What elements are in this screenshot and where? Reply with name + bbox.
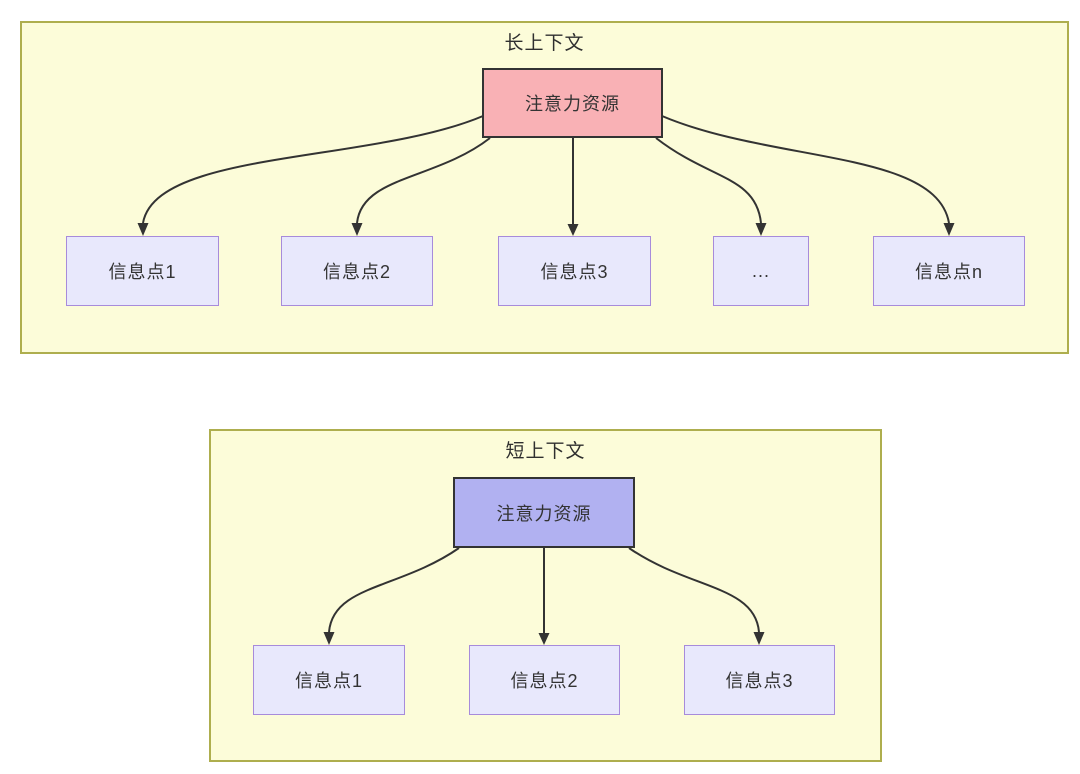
long-context-title: 长上下文: [504, 33, 585, 54]
long-info-node-ellipsis: ...: [713, 236, 809, 306]
short-context-title: 短上下文: [505, 441, 586, 462]
short-attention-node: 注意力资源: [453, 477, 635, 548]
short-info-node-3: 信息点3: [684, 645, 835, 715]
short-info-node-1: 信息点1: [253, 645, 405, 715]
long-info-node-n: 信息点n: [873, 236, 1025, 306]
long-info-node-1: 信息点1: [66, 236, 219, 306]
long-attention-node: 注意力资源: [482, 68, 663, 138]
long-info-node-3: 信息点3: [498, 236, 651, 306]
long-info-node-2: 信息点2: [281, 236, 433, 306]
short-info-node-2: 信息点2: [469, 645, 620, 715]
